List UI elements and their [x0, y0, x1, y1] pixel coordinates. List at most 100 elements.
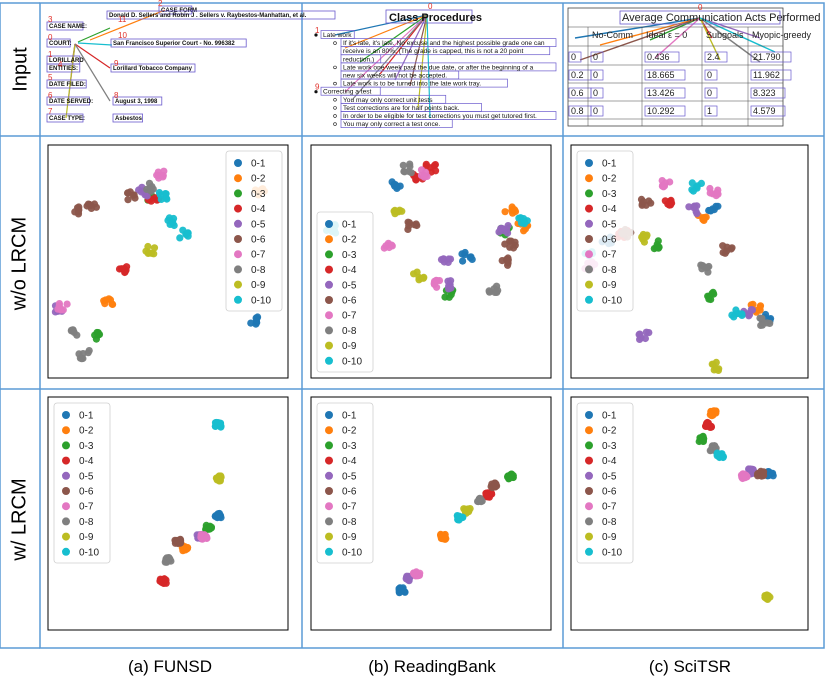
- legend-label: 0-7: [602, 502, 617, 513]
- scatter-point-0-8: [69, 326, 77, 335]
- readingbank-line-text: Correcting a test: [323, 89, 372, 96]
- scatter-point-0-7: [420, 171, 428, 180]
- sub-bullet: [333, 98, 337, 102]
- scatter-point-0-8: [85, 347, 93, 355]
- scatter-point-0-8: [399, 161, 407, 169]
- scatter-point-0-2: [501, 208, 509, 216]
- scitsr-cell-box: [704, 51, 728, 63]
- funsd-field-box: [110, 63, 196, 73]
- scatter-point-0-10: [719, 453, 727, 461]
- scatter-point-0-7: [153, 171, 161, 179]
- scitsr-title-box: [619, 10, 781, 25]
- scatter-point-0-7: [388, 241, 396, 249]
- scatter-point-0-6: [130, 191, 138, 199]
- scatter-point-0-10: [176, 234, 184, 242]
- legend-label: 0-8: [342, 517, 357, 528]
- scitsr-cell: 10.292: [647, 106, 675, 116]
- legend-label: 0-7: [251, 250, 266, 261]
- scatter-point-0-3: [504, 473, 512, 481]
- scatter-point-0-7: [159, 173, 167, 181]
- legend-marker: [62, 441, 70, 450]
- legend-marker: [62, 502, 70, 511]
- legend-label: 0-10: [342, 356, 362, 367]
- scatter-point-0-6: [491, 479, 499, 487]
- scitsr-cell: 11.962: [753, 70, 780, 80]
- scitsr-cell: 0: [571, 52, 576, 62]
- points-layer: [156, 418, 225, 588]
- funsd-field-text: Lorillard Tobacco Company: [113, 66, 193, 72]
- funsd-field-id: 2: [158, 0, 163, 8]
- scitsr-cell-box: [644, 69, 686, 81]
- legend-label: 0-1: [251, 159, 266, 170]
- scitsr-cell-box: [644, 51, 680, 63]
- funsd-field-box: [46, 96, 90, 106]
- legend-marker: [325, 235, 333, 244]
- legend-marker: [325, 356, 333, 365]
- funsd-field-box: [106, 10, 336, 20]
- readingbank-line-text: receive is an 80%. (The grade is capped,…: [343, 48, 524, 55]
- legend-marker: [585, 532, 593, 541]
- scatter-plot-scitsr-without-lrcm: 0-10-20-30-40-50-60-70-80-90-10: [570, 144, 809, 379]
- points-layer: [395, 470, 517, 597]
- scatter-point-0-9: [144, 242, 152, 251]
- legend-label: 0-10: [251, 295, 271, 306]
- legend-marker: [62, 487, 70, 495]
- scitsr-header-cell: No-Comm: [592, 30, 633, 40]
- legend-label: 0-9: [251, 280, 266, 291]
- scatter-point-0-10: [163, 195, 171, 203]
- scatter-point-0-9: [419, 274, 427, 282]
- scatter-point-0-5: [637, 334, 645, 342]
- legend-label: 0-6: [79, 487, 94, 498]
- legend-marker: [325, 532, 333, 541]
- scitsr-header-cell: Myopic-greedy: [752, 30, 812, 40]
- readingbank-line-text: Late work: [323, 32, 352, 39]
- scitsr-title-id: 0: [698, 3, 703, 12]
- scatter-point-0-1: [461, 248, 469, 257]
- scatter-point-0-5: [745, 311, 754, 319]
- legend-marker: [585, 189, 593, 198]
- legend-label: 0-5: [602, 471, 617, 482]
- scatter-point-0-1: [714, 202, 722, 210]
- scitsr-cell: 0.6: [571, 88, 584, 98]
- scatter-point-0-5: [693, 210, 701, 218]
- scatter-point-0-7: [430, 279, 438, 287]
- legend-label: 0-3: [251, 189, 266, 200]
- scitsr-cell-box: [704, 87, 718, 99]
- funsd-field-box: [46, 79, 87, 89]
- legend-marker: [585, 547, 593, 556]
- scatter-point-0-7: [203, 534, 211, 543]
- scitsr-cell-box: [590, 87, 604, 99]
- legend-label: 0-8: [79, 517, 94, 528]
- scatter-point-0-2: [442, 535, 450, 543]
- scatter-point-0-10: [730, 313, 738, 321]
- scatter-point-0-9: [464, 507, 472, 515]
- scatter-panels: 0-10-20-30-40-50-60-70-80-90-100-10-20-3…: [47, 144, 809, 631]
- funsd-field-text: COURT:: [49, 41, 72, 47]
- legend-label: 0-1: [602, 159, 617, 170]
- sub-bullet: [333, 114, 337, 118]
- scatter-point-0-1: [468, 255, 476, 263]
- legend-label: 0-6: [251, 235, 266, 246]
- scatter-point-0-7: [709, 190, 717, 198]
- legend-label: 0-7: [342, 502, 357, 513]
- funsd-field-id: 8: [114, 91, 119, 100]
- legend-label: 0-8: [342, 326, 357, 337]
- legend-marker: [585, 502, 593, 511]
- scatter-point-0-8: [711, 442, 719, 450]
- readingbank-line-text: Late work one week past the due date, or…: [343, 64, 534, 71]
- legend-label: 0-3: [602, 189, 617, 200]
- legend-label: 0-10: [79, 547, 99, 558]
- scitsr-cell: 1: [707, 106, 712, 116]
- scatter-point-0-8: [78, 355, 86, 363]
- scatter-point-0-10: [162, 190, 170, 198]
- scatter-point-0-1: [247, 319, 255, 327]
- legend-marker: [62, 517, 70, 526]
- legend-marker: [325, 280, 333, 289]
- legend-label: 0-6: [342, 487, 357, 498]
- caption-funsd: (a) FUNSD: [127, 657, 213, 676]
- funsd-field-id: 10: [118, 31, 127, 40]
- legend-marker: [585, 204, 593, 213]
- bullet-dot: [314, 33, 318, 37]
- legend: 0-10-20-30-40-50-60-70-80-90-10: [316, 402, 374, 564]
